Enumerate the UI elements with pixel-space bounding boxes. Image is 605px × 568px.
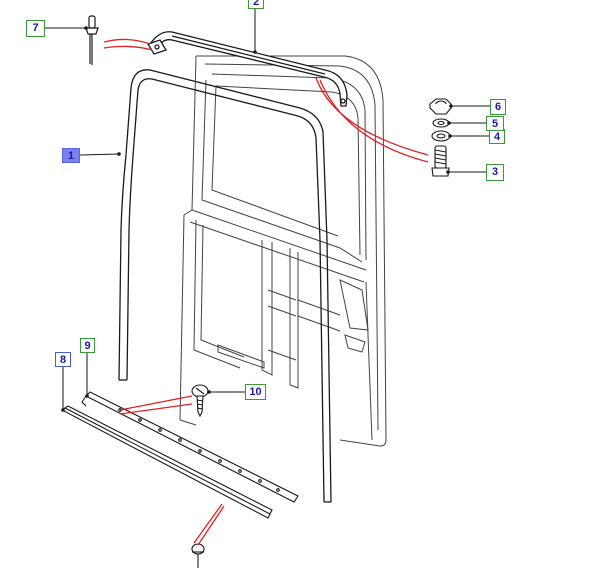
top-rail <box>147 31 348 107</box>
callout-6[interactable]: 6 <box>490 99 506 115</box>
callout-10[interactable]: 10 <box>245 384 266 400</box>
door-frame <box>179 55 387 447</box>
rivet <box>85 15 99 65</box>
callout-2[interactable]: 2 <box>248 0 264 9</box>
callout-1[interactable]: 1 <box>62 148 80 163</box>
clip <box>191 543 205 568</box>
callout-9[interactable]: 9 <box>80 338 95 353</box>
callout-3[interactable]: 3 <box>486 164 504 181</box>
callout-7[interactable]: 7 <box>26 20 45 37</box>
red-leader-lines <box>103 38 429 546</box>
callout-leaders <box>45 9 490 410</box>
callout-5[interactable]: 5 <box>486 116 504 131</box>
callout-anchors <box>61 26 453 412</box>
callout-4[interactable]: 4 <box>489 129 505 144</box>
screw <box>191 384 209 418</box>
fastener-set <box>429 98 452 177</box>
retaining-strip <box>81 391 299 503</box>
door-seal <box>118 69 332 503</box>
seal-strip <box>60 405 273 519</box>
callout-8[interactable]: 8 <box>55 352 71 367</box>
